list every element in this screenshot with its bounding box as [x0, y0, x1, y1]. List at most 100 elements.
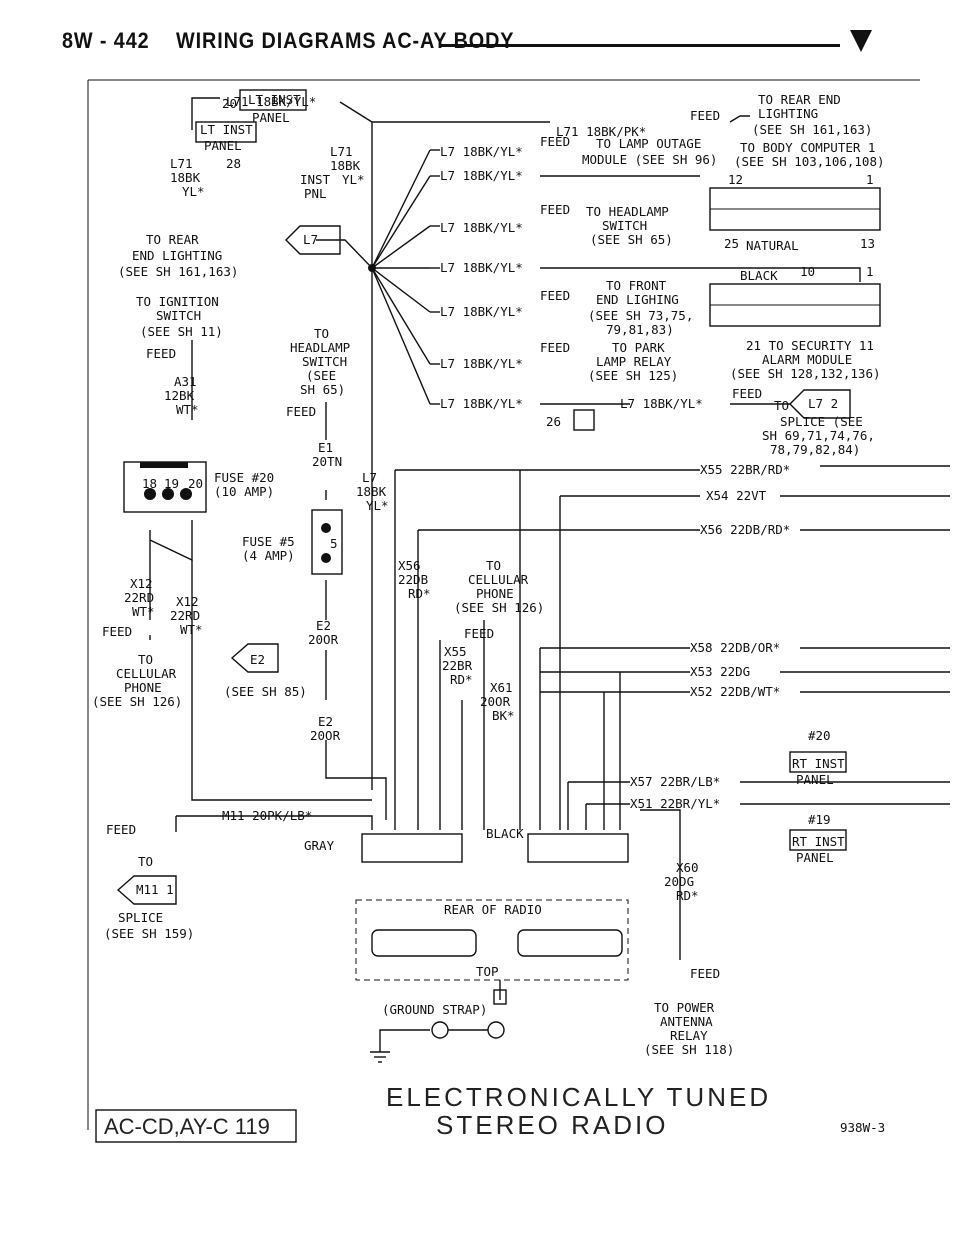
- label: L7: [303, 232, 318, 247]
- label: LT INST: [248, 92, 301, 107]
- label: 22RD: [170, 608, 200, 623]
- label: SPLICE (SEE: [780, 414, 863, 429]
- label: (10 AMP): [214, 484, 274, 499]
- label: 20OR: [310, 728, 341, 743]
- connectors: [116, 89, 881, 1039]
- label: FEED: [146, 346, 176, 361]
- label: (SEE: [306, 368, 336, 383]
- label: 22RD: [124, 590, 154, 605]
- label: SWITCH: [602, 218, 647, 233]
- label: 1: [866, 264, 874, 279]
- label: 20: [222, 96, 237, 111]
- label: (SEE SH 161,163): [118, 264, 238, 279]
- label: X57 22BR/LB*: [630, 774, 720, 789]
- label: WT*: [180, 622, 203, 637]
- label: TO HEADLAMP: [586, 204, 669, 219]
- label: (SEE SH 128,132,136): [730, 366, 881, 381]
- label: LAMP RELAY: [596, 354, 672, 369]
- label: END LIGHTING: [132, 248, 222, 263]
- label: (SEE SH 118): [644, 1042, 734, 1057]
- label: SWITCH: [156, 308, 201, 323]
- label: L71: [170, 156, 193, 171]
- label: HEADLAMP: [290, 340, 350, 355]
- label: L7 18BK/YL*: [440, 144, 523, 159]
- label: M11 20PK/LB*: [222, 808, 312, 823]
- label: FEED: [286, 404, 316, 419]
- label: TO: [486, 558, 501, 573]
- label: L7 18BK/YL*: [440, 220, 523, 235]
- label: MODULE (SEE SH 96): [582, 152, 717, 167]
- label: X54 22VT: [706, 488, 767, 503]
- label: (4 AMP): [242, 548, 295, 563]
- label: (SEE SH 85): [224, 684, 307, 699]
- label: 20: [188, 476, 203, 491]
- label: PNL: [304, 186, 327, 201]
- label: RD*: [408, 586, 431, 601]
- label: L7 18BK/YL*: [440, 260, 523, 275]
- label: SH 69,71,74,76,: [762, 428, 875, 443]
- label: WT*: [132, 604, 155, 619]
- label: FUSE #5: [242, 534, 295, 549]
- model-box: [95, 1109, 297, 1143]
- label: END LIGHING: [596, 292, 679, 307]
- label: (SEE SH 126): [454, 600, 544, 615]
- header-triangle-icon: [850, 30, 872, 52]
- label: TO: [138, 854, 153, 869]
- label: NATURAL: [746, 238, 799, 253]
- label: FEED: [732, 386, 762, 401]
- label: WT*: [176, 402, 199, 417]
- label: 18BK: [356, 484, 387, 499]
- label: 18BK: [330, 158, 361, 173]
- label: TO: [314, 326, 329, 341]
- label: (SEE SH 73,75,: [588, 308, 693, 323]
- label: 22DB: [398, 572, 428, 587]
- label: 22BR: [442, 658, 473, 673]
- label: X55: [444, 644, 467, 659]
- label: 12BK: [164, 388, 195, 403]
- label: X61: [490, 680, 513, 695]
- label: TO IGNITION: [136, 294, 219, 309]
- label: 12: [728, 172, 743, 187]
- label: L7: [362, 470, 377, 485]
- label: 1: [866, 172, 874, 187]
- label: TO LAMP OUTAGE: [596, 136, 701, 151]
- model-code: AC-CD,AY-C 119: [104, 1114, 270, 1139]
- label: L7 18BK/YL*: [440, 396, 523, 411]
- label: PHONE: [124, 680, 162, 695]
- label: (SEE SH 159): [104, 926, 194, 941]
- diagram-title-line1: ELECTRONICALLY TUNED: [386, 1082, 771, 1112]
- label: TO FRONT: [606, 278, 667, 293]
- label: SH 65): [300, 382, 345, 397]
- figure-code: 938W-3: [840, 1120, 885, 1135]
- label: PANEL: [204, 138, 242, 153]
- labels: L71 18BK/YL* 20 LT INST PANEL TO REAR EN…: [92, 92, 885, 1143]
- label: (SEE SH 103,106,108): [734, 154, 885, 169]
- page-code: 8W - 442: [62, 28, 150, 53]
- label: 20OR: [308, 632, 339, 647]
- label: L7 18BK/YL*: [440, 168, 523, 183]
- label: LIGHTING: [758, 106, 818, 121]
- label: REAR OF RADIO: [444, 902, 542, 917]
- label: 26: [546, 414, 561, 429]
- page-title: WIRING DIAGRAMS AC-AY BODY: [176, 28, 515, 53]
- label: L71 18BK/YL*: [226, 94, 316, 109]
- label: ANTENNA: [660, 1014, 713, 1029]
- label: L71: [330, 144, 353, 159]
- label: (SEE SH 11): [140, 324, 223, 339]
- label: X56: [398, 558, 421, 573]
- label: 78,79,82,84): [770, 442, 860, 457]
- label: E1: [318, 440, 333, 455]
- label: X56 22DB/RD*: [700, 522, 790, 537]
- label: CELLULAR: [116, 666, 177, 681]
- label: (GROUND STRAP): [382, 1002, 487, 1017]
- label: 20OR: [480, 694, 511, 709]
- label: RT INST: [792, 756, 845, 771]
- label: INST: [300, 172, 331, 187]
- label: 25: [724, 236, 739, 251]
- header-rule: [440, 44, 840, 47]
- label: YL*: [366, 498, 389, 513]
- label: 20DG: [664, 874, 694, 889]
- label: (SEE SH 65): [590, 232, 673, 247]
- label: (SEE SH 126): [92, 694, 182, 709]
